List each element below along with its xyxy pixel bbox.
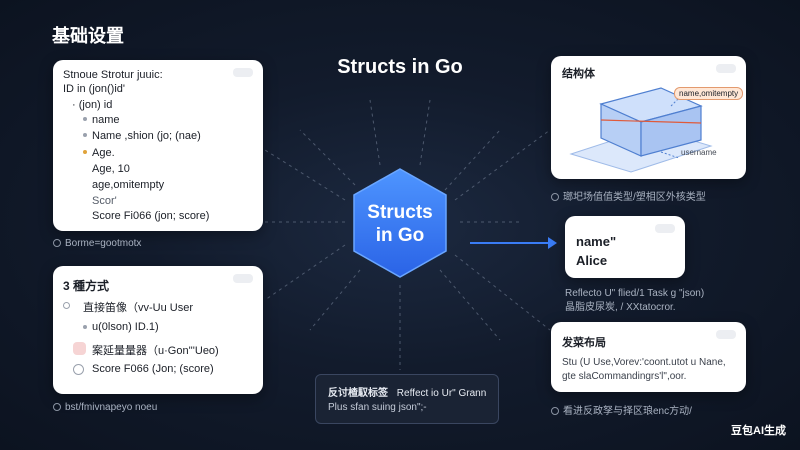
struct-tag-badge: name,omitempty [674,87,744,100]
code-card-caption: Borme=gootmotx [53,238,141,249]
method-item: u(0lson) ID.1) [92,321,159,333]
tag-reflection-box: 反讨楂馭标签 Reffect io Ur" Grann Plus sfan su… [315,374,499,424]
code-line: Age. [92,147,115,159]
bullet-icon [83,133,87,137]
caption-text: Reflecto U" flied/1 Task g "json) [565,288,705,299]
method-item: 案延量量器（u·Gon'''Ueo) [92,345,219,357]
caption-dot-icon [53,403,61,412]
hexagon-hub [353,168,447,278]
caption-text: Borme=gootmotx [65,238,142,249]
caption-text: bst/fmivnapeyo noeu [65,402,158,413]
struct-field-label: username [681,148,717,157]
window-chip [233,274,253,283]
caption-dot-icon [551,193,559,202]
arrow-head-icon [548,237,557,249]
value-card: name" Alice [565,216,685,278]
code-line: name [92,114,120,126]
bullet-icon [83,117,87,121]
caption-text: 看进反政孥与择区琅enc方动/ [563,406,692,417]
bullet-icon [63,302,70,309]
caption-dot-icon [53,239,61,248]
code-line: Scor' [92,195,117,207]
caption-text: 晶脂皮尿炭, / XXtatocror. [565,302,676,313]
bullet-icon [83,325,87,329]
code-line: ID in (jon()id' [63,83,126,95]
layout-line: Stu (U Use,Vorev:'coont.utot u Nane, [562,357,726,368]
window-chip [233,68,253,77]
methods-title: 3 種方式 [63,279,110,293]
struct-title: 结构体 [562,68,595,80]
code-line: · (jon) id [72,99,113,111]
bullet-icon [83,150,87,154]
warning-icon [73,342,86,355]
hub-label-line: in Go [375,225,425,246]
caption-text: 瑯圯场值值类型/塑相区外核类型 [563,192,706,203]
hub-label-line: Structs [367,202,433,223]
box-line: Plus sfan suing json";- [328,402,427,413]
layout-card-caption: 看进反政孥与择区琅enc方动/ [551,402,692,417]
window-chip [716,330,736,339]
caption-dot-icon [551,407,559,416]
value-text: Alice [576,253,608,268]
code-line: Score Fi066 (jon; score) [92,210,210,222]
box-line: 反讨楂馭标签 Reffect io Ur" Grann [328,384,486,399]
layout-title: 发菜布局 [562,337,606,349]
hub-label: Structs in Go [350,201,450,247]
page-title: 基础设置 [52,26,124,46]
methods-card-caption: bst/fmivnapeyo noeu [53,402,157,413]
struct-card-caption: 瑯圯场值值类型/塑相区外核类型 [551,188,706,203]
method-item: 直接笛像（vv-Uu User [83,302,194,314]
value-key: name" [576,234,617,249]
code-line: age,omitempty [92,179,165,191]
box-text: Reffect io Ur" Grann [396,388,487,399]
struct-box-illustration [569,87,713,173]
box-label: 反讨楂馭标签 [328,388,388,399]
struct-card: 结构体 name,omitempty username [551,56,746,179]
brand-watermark: 豆包AI生成 [731,425,786,437]
layout-card: 发菜布局 Stu (U Use,Vorev:'coont.utot u Nane… [551,322,746,392]
code-line: Stnoue Strotur juuic: [63,69,163,81]
layout-line: gte slaCommandingrs'l",oor. [562,371,687,382]
window-chip [716,64,736,73]
code-line: Age, 10 [92,163,130,175]
value-card-caption: Reflecto U" flied/1 Task g "json) 晶脂皮尿炭,… [565,287,704,315]
methods-card: 3 種方式 直接笛像（vv-Uu User u(0lson) ID.1) 案延量… [53,266,263,394]
center-title: Structs in Go [337,56,463,78]
method-item: Score F066 (Jon; (score) [92,363,214,375]
code-line: Name ,shion (jo; (nae) [92,130,201,142]
window-chip [655,224,675,233]
radio-icon [73,364,84,375]
code-card: Stnoue Strotur juuic: ID in (jon()id' · … [53,60,263,231]
